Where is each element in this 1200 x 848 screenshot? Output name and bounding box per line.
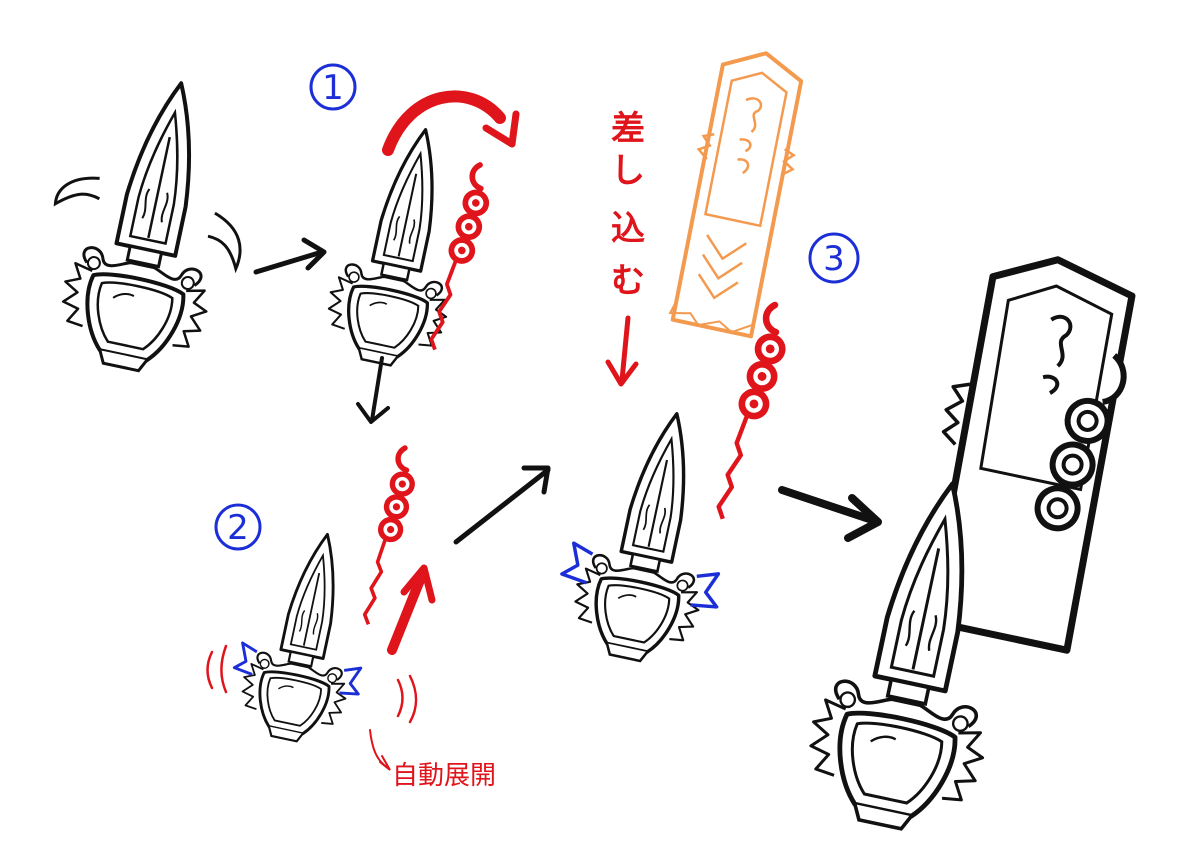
step3-badge: 3 bbox=[810, 234, 858, 282]
auto-deploy-label: 自動展開 bbox=[392, 761, 496, 791]
step1-badge: 1 bbox=[311, 65, 355, 109]
flow-arrow-4 bbox=[782, 490, 878, 538]
vibration-right bbox=[398, 676, 416, 722]
step3-number: 3 bbox=[823, 239, 845, 279]
insert-char-4: む bbox=[611, 261, 645, 301]
step2-number: 2 bbox=[227, 508, 249, 548]
step1-number: 1 bbox=[322, 68, 344, 108]
dagger-step2 bbox=[222, 521, 389, 752]
chain-step1 bbox=[429, 163, 494, 354]
insert-label: 差 し 込 む bbox=[611, 109, 645, 301]
insert-char-1: 差 bbox=[611, 109, 645, 149]
auto-deploy-pointer bbox=[370, 730, 390, 770]
insert-char-2: し bbox=[611, 151, 645, 191]
flow-arrow-2 bbox=[358, 358, 388, 422]
dagger-base bbox=[25, 63, 272, 386]
dagger-step3 bbox=[548, 397, 755, 674]
flow-arrow-1 bbox=[256, 240, 324, 272]
flow-arrow-3 bbox=[456, 468, 548, 542]
rotate-arrow bbox=[388, 96, 500, 150]
vibration-left bbox=[208, 646, 227, 692]
insert-char-3: 込 bbox=[611, 209, 645, 249]
insert-arrow bbox=[622, 318, 628, 380]
card-orange bbox=[663, 44, 815, 338]
step2-badge: 2 bbox=[216, 505, 260, 549]
